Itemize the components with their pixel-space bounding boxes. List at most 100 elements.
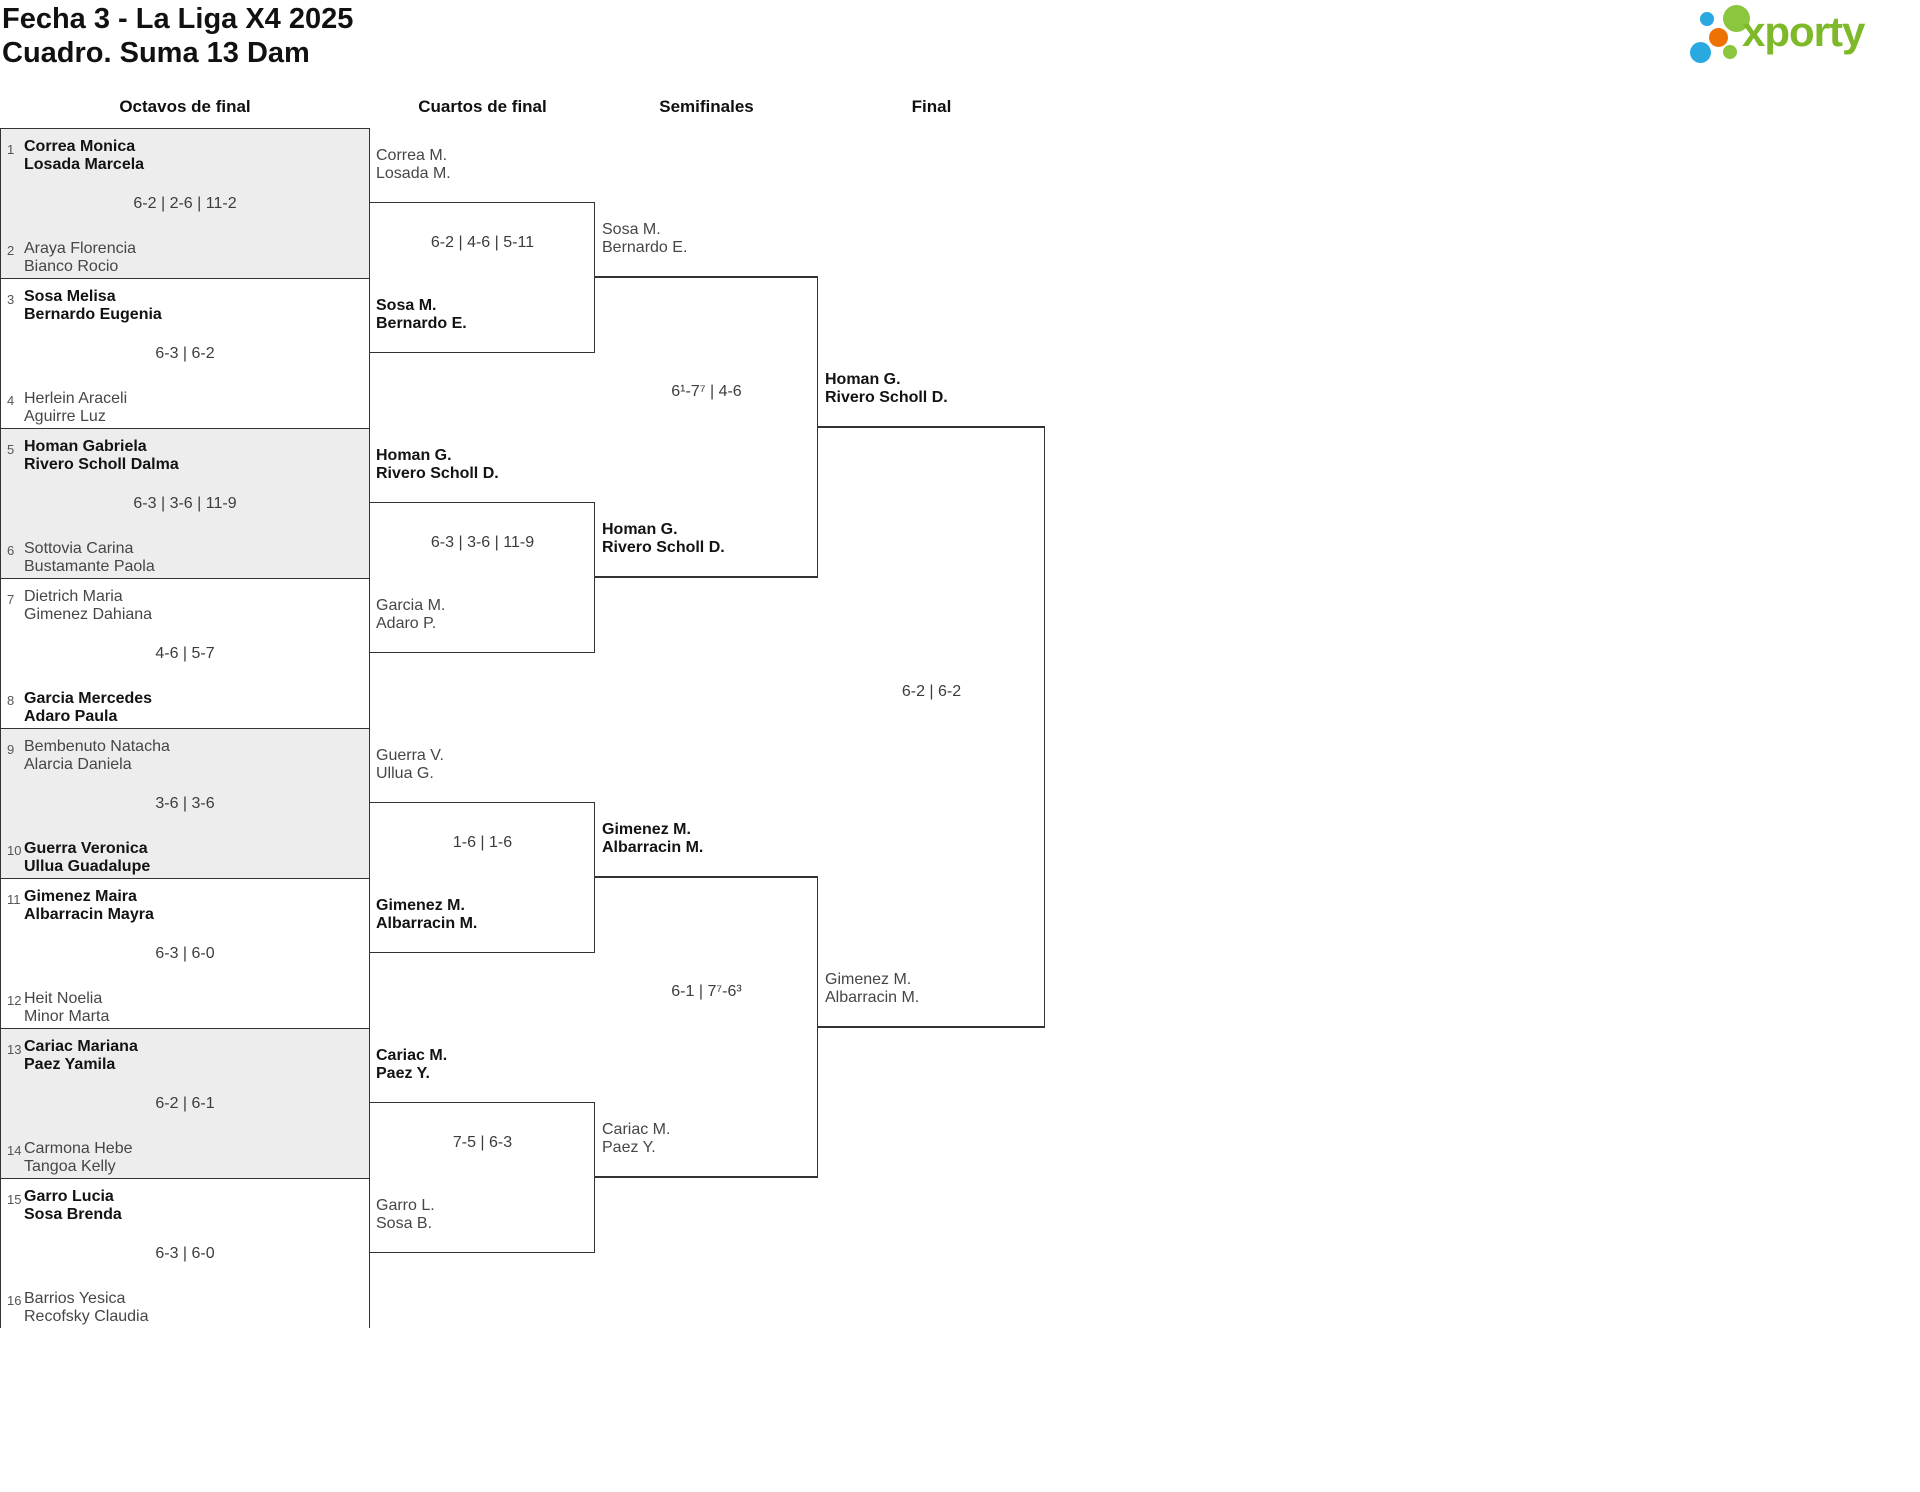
- seed-number: 6: [7, 543, 15, 558]
- seed-number: 15: [7, 1192, 22, 1207]
- bracket-line: [370, 1101, 595, 1103]
- seed-number: 13: [7, 1042, 22, 1057]
- logo-dot-blue-small-icon: [1700, 12, 1714, 26]
- bracket-line: [593, 501, 595, 653]
- bracket-line: [370, 1251, 595, 1253]
- round-header-cuartos: Cuartos de final: [418, 97, 547, 116]
- team-entry[interactable]: Gimenez M.Albarracin M.: [602, 821, 704, 856]
- seed-number: 9: [7, 742, 15, 757]
- bracket-line: [370, 351, 595, 353]
- team-entry[interactable]: Gimenez M.Albarracin M.: [376, 897, 478, 932]
- match-score: 6-3 | 3-6 | 11-9: [133, 495, 237, 512]
- match-score: 6-2 | 6-1: [155, 1095, 215, 1112]
- team-entry[interactable]: Guerra V.Ullua G.: [376, 747, 444, 782]
- round-header-semifinales: Semifinales: [659, 97, 754, 116]
- team-entry[interactable]: Homan G.Rivero Scholl D.: [376, 447, 499, 482]
- seed-number: 12: [7, 993, 22, 1008]
- bracket-line: [816, 276, 818, 578]
- team-entry[interactable]: Sosa M.Bernardo E.: [602, 221, 688, 256]
- bracket-line: [593, 1101, 595, 1253]
- logo-dot-green-small-icon: [1723, 45, 1737, 59]
- bracket-line: [593, 201, 595, 353]
- seed-number: 1: [7, 142, 15, 157]
- title-line-1: Fecha 3 - La Liga X4 2025: [2, 3, 354, 35]
- logo-dot-orange-icon: [1709, 28, 1728, 47]
- team-entry[interactable]: Gimenez M.Albarracin M.: [825, 971, 920, 1006]
- match-score: 7-5 | 6-3: [452, 1134, 513, 1151]
- match-score: 6¹-7⁷ | 4-6: [671, 383, 742, 400]
- match-score: 6-3 | 6-0: [155, 945, 215, 962]
- bracket-line: [818, 426, 1045, 428]
- seed-number: 4: [7, 393, 15, 408]
- bracket-line: [370, 651, 595, 653]
- match-score: 6-2 | 4-6 | 5-11: [430, 234, 535, 251]
- page-title: Fecha 3 - La Liga X4 2025 Cuadro. Suma 1…: [2, 2, 353, 70]
- team-entry[interactable]: Homan G.Rivero Scholl D.: [602, 521, 725, 556]
- title-line-2: Cuadro. Suma 13 Dam: [2, 37, 310, 69]
- team-entry[interactable]: Garro L.Sosa B.: [376, 1197, 435, 1232]
- team-entry[interactable]: Homan G.Rivero Scholl D.: [825, 371, 948, 406]
- logo-dot-blue-large-icon: [1690, 42, 1711, 63]
- match-score: 4-6 | 5-7: [155, 645, 215, 662]
- bracket-line: [370, 201, 595, 203]
- match-score: 6-1 | 7⁷-6³: [671, 983, 742, 1000]
- seed-number: 11: [7, 892, 21, 907]
- match-score: 1-6 | 1-6: [452, 834, 513, 851]
- seed-number: 3: [7, 292, 15, 307]
- team-entry[interactable]: Correa M.Losada M.: [376, 147, 451, 182]
- seed-number: 5: [7, 442, 15, 457]
- team-entry[interactable]: Garcia M.Adaro P.: [376, 597, 446, 632]
- bracket-line: [370, 501, 595, 503]
- bracket-line: [595, 876, 818, 878]
- logo-wordmark: xporty: [1742, 8, 1865, 55]
- team-entry[interactable]: Sosa M.Bernardo E.: [376, 297, 467, 332]
- seed-number: 14: [7, 1143, 22, 1158]
- match-score: 6-2 | 2-6 | 11-2: [133, 195, 237, 212]
- logo-dot-green-large-icon: [1723, 5, 1750, 32]
- seed-number: 2: [7, 243, 15, 258]
- seed-number: 8: [7, 693, 15, 708]
- match-score: 6-3 | 6-0: [155, 1245, 215, 1262]
- bracket-line: [593, 801, 595, 953]
- match-score: 6-3 | 3-6 | 11-9: [430, 534, 535, 551]
- seed-number: 7: [7, 592, 15, 607]
- seed-number: 10: [7, 843, 22, 858]
- round-header-octavos: Octavos de final: [119, 97, 251, 116]
- xporty-logo[interactable]: xporty: [1686, 0, 1916, 66]
- bracket-line: [595, 576, 818, 578]
- round-header-final: Final: [911, 97, 952, 116]
- match-score: 3-6 | 3-6: [155, 795, 215, 812]
- bracket-line: [595, 1176, 818, 1178]
- bracket-line: [370, 951, 595, 953]
- bracket-line: [1043, 426, 1045, 1028]
- team-entry[interactable]: Cariac M.Paez Y.: [376, 1047, 448, 1082]
- bracket-line: [370, 801, 595, 803]
- team-entry[interactable]: Cariac M.Paez Y.: [602, 1121, 671, 1156]
